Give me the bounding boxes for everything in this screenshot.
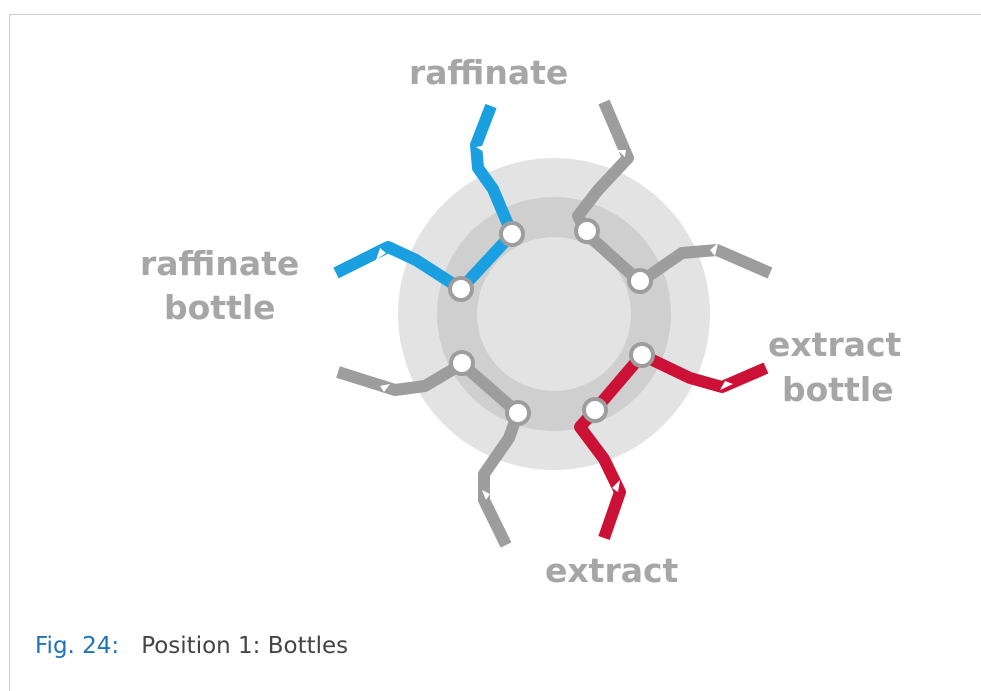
label-raffinate-bottle-line2: bottle [164, 288, 276, 327]
port-circle [448, 276, 474, 302]
extract-tube [574, 406, 626, 540]
port-circle [505, 400, 531, 426]
port-circle [449, 350, 475, 376]
label-raffinate-bottle-line1: raffinate [140, 244, 299, 283]
label-raffinate: raffinate [409, 53, 568, 92]
port-tube-right [582, 229, 773, 288]
flow-arrow-icon [476, 146, 487, 154]
raffinate-tube [470, 103, 518, 237]
figure-caption: Fig. 24: Position 1: Bottles [35, 633, 348, 659]
extract-bottle-tube [590, 349, 769, 414]
flow-arrow-icon [376, 248, 386, 260]
figure-caption-text: Position 1: Bottles [141, 633, 349, 659]
flow-arrow-icon [380, 384, 390, 392]
port-circle [499, 221, 525, 247]
flow-arrow-icon [612, 480, 620, 492]
figure-number: Fig. 24: [35, 633, 120, 659]
raffinate-bottle-tube [333, 229, 517, 295]
flow-arrow-icon [710, 243, 718, 256]
flow-arrow-icon [617, 150, 626, 157]
port-circle [582, 397, 608, 423]
port-circle [574, 218, 600, 244]
label-extract-bottle-line1: extract [768, 325, 902, 364]
port-circle [629, 342, 655, 368]
figure-frame [9, 14, 981, 691]
label-extract-bottle-line2: bottle [782, 370, 894, 409]
port-tube-bottom-left [478, 410, 524, 548]
valve-center [477, 237, 631, 391]
flow-arrow-icon [720, 381, 733, 390]
port-circle [627, 268, 653, 294]
flow-arrow-icon [482, 490, 490, 500]
port-tube-left [336, 358, 522, 418]
label-extract: extract [545, 551, 679, 590]
